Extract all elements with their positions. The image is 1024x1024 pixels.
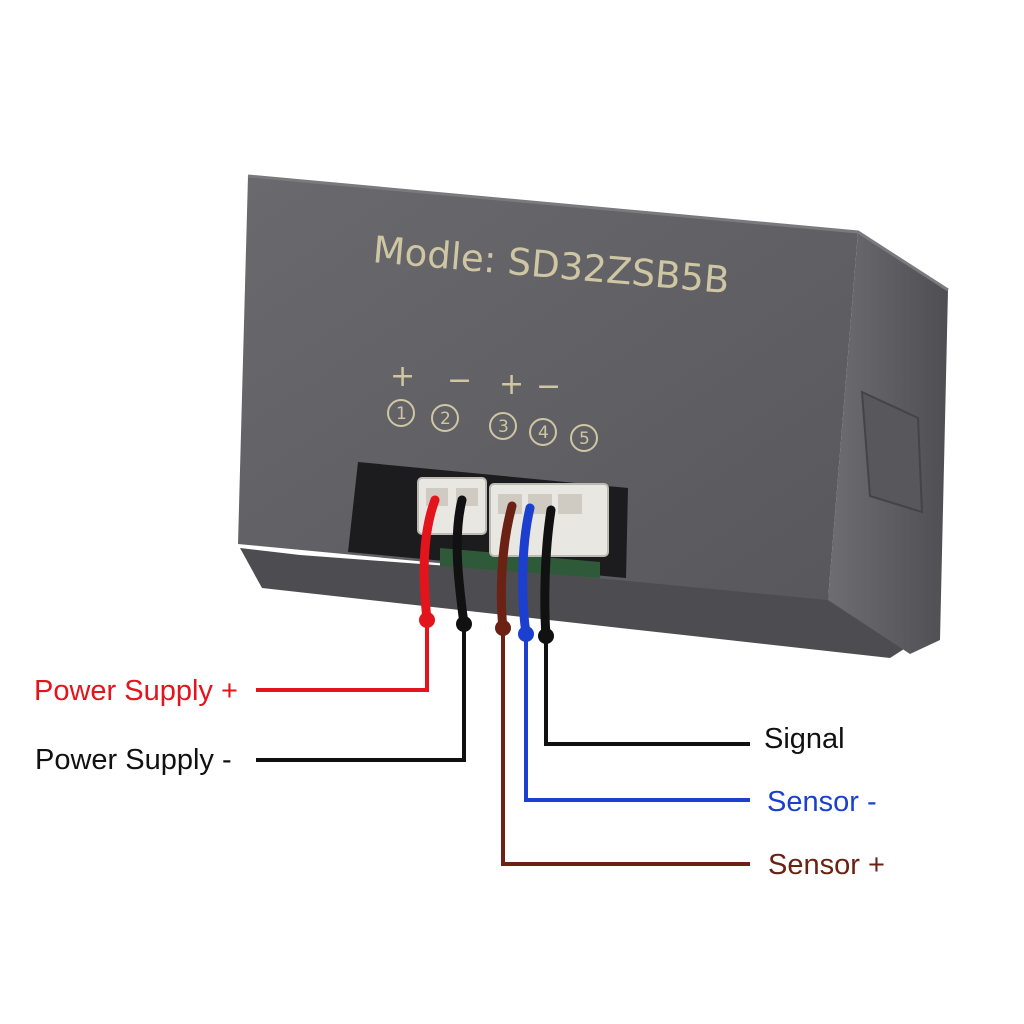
- leader-signal: [544, 636, 750, 746]
- pin-number-2: 2: [440, 409, 451, 429]
- wire-end-dots: [419, 612, 554, 644]
- pin-sign-1: +: [390, 359, 415, 394]
- leader-sensor-plus: [501, 628, 750, 866]
- mounting-clip: [860, 390, 924, 514]
- dot-power-plus: [419, 612, 435, 628]
- pin-number-3: 3: [498, 417, 509, 437]
- pin-sign-2: −: [447, 363, 472, 398]
- wire-brown: [496, 501, 517, 633]
- pin-number-5: 5: [579, 429, 590, 449]
- housing-bottom-lip: [240, 548, 918, 658]
- dot-power-minus: [456, 616, 472, 632]
- label-signal: Signal: [764, 723, 845, 755]
- leader-power-plus: [256, 620, 429, 692]
- pin-signs: + − + −: [390, 359, 561, 404]
- wire-black-1: [452, 495, 469, 629]
- pin-number-1: 1: [396, 404, 407, 424]
- dot-signal: [538, 628, 554, 644]
- wire-black-2: [540, 505, 556, 641]
- pin-numbers: 1 2 3 4 5: [387, 399, 598, 452]
- pin-sign-3: +: [499, 367, 524, 402]
- leader-power-minus: [256, 624, 466, 762]
- wire-blue: [518, 503, 535, 639]
- dot-sensor-plus: [495, 620, 511, 636]
- leader-lines: [256, 620, 750, 866]
- label-sensor-minus: Sensor -: [767, 786, 877, 818]
- pin-sign-4: −: [536, 369, 561, 404]
- leader-sensor-minus: [524, 634, 750, 802]
- wires: [419, 495, 556, 641]
- label-sensor-plus: Sensor +: [768, 849, 885, 881]
- dot-sensor-minus: [518, 626, 534, 642]
- pin-number-4: 4: [538, 423, 549, 443]
- wire-labels: Power Supply + Power Supply - Signal Sen…: [34, 675, 885, 881]
- wire-red: [419, 495, 440, 625]
- label-power-supply-plus: Power Supply +: [34, 675, 238, 707]
- label-power-supply-minus: Power Supply -: [35, 744, 232, 776]
